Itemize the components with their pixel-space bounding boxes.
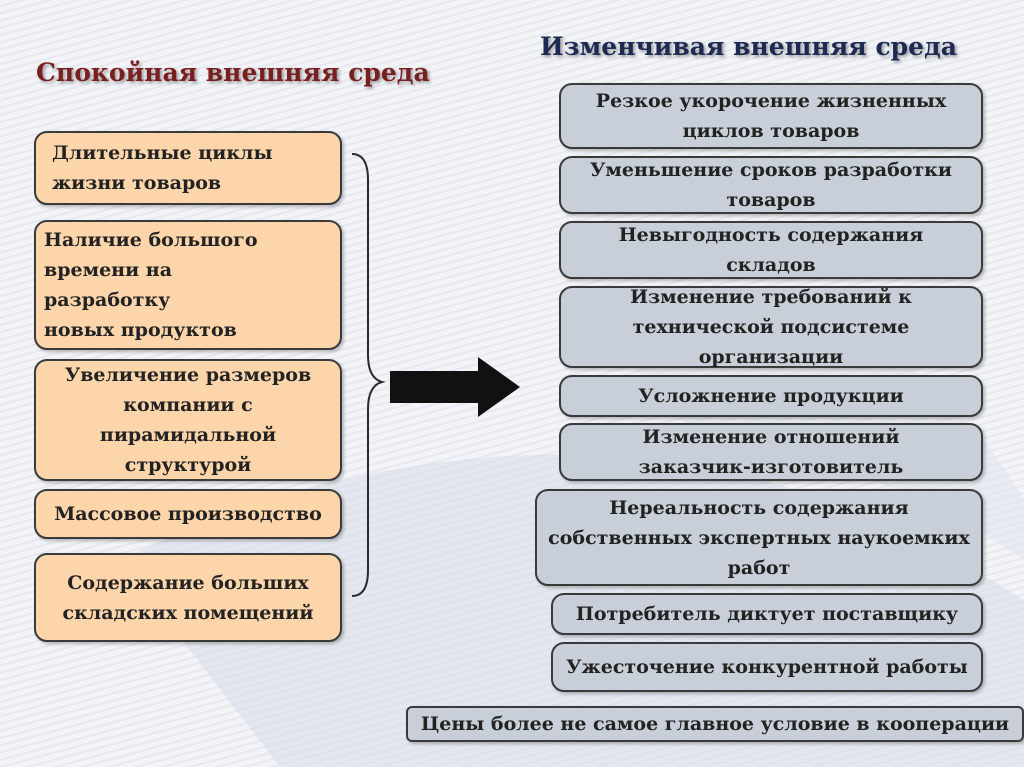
calm-item-warehouses: Содержание больших складских помещений: [34, 553, 342, 642]
change-item-text: Резкое укорочение жизненных циклов товар…: [595, 90, 947, 142]
heading-calm-environment: Спокойная внешняя среда: [36, 58, 430, 87]
change-item-text: Нереальность содержания собственных эксп…: [548, 496, 970, 579]
change-item-requirements: Изменение требований к технической подси…: [559, 286, 983, 368]
change-item-dev-time: Уменьшение сроков разработки товаров: [559, 156, 983, 214]
change-item-text: Изменение требований к технической подси…: [630, 286, 912, 368]
calm-item-long-cycles: Длительные циклы жизни товаров: [34, 131, 342, 205]
change-item-text: Потребитель диктует поставщику: [575, 603, 959, 625]
change-item-text: Цены более не самое главное условие в ко…: [420, 713, 1010, 735]
change-item-warehouses: Невыгодность содержания складов: [559, 221, 983, 279]
calm-item-company-size: Увеличение размеров компании с пирамидал…: [34, 359, 342, 481]
change-item-text: Уменьшение сроков разработки товаров: [589, 159, 952, 211]
heading-changing-environment: Изменчивая внешняя среда: [540, 32, 957, 61]
calm-item-development-time: Наличие большого времени на разработку н…: [34, 220, 342, 350]
calm-item-text: Массовое производство: [54, 503, 322, 525]
change-item-life-cycles: Резкое укорочение жизненных циклов товар…: [559, 83, 983, 149]
change-item-prices: Цены более не самое главное условие в ко…: [406, 706, 1024, 742]
calm-item-text: Наличие большого времени на разработку н…: [44, 229, 258, 341]
right-brace: [351, 153, 386, 597]
calm-item-text: Длительные циклы жизни товаров: [52, 142, 273, 194]
calm-item-text: Увеличение размеров компании с пирамидал…: [64, 364, 312, 476]
change-item-consumer: Потребитель диктует поставщику: [551, 593, 983, 635]
change-item-expertise: Нереальность содержания собственных эксп…: [535, 489, 983, 586]
change-item-text: Усложнение продукции: [638, 385, 904, 407]
change-item-text: Изменение отношений заказчик-изготовител…: [638, 426, 904, 478]
change-item-text: Невыгодность содержания складов: [618, 224, 924, 276]
change-item-competition: Ужесточение конкурентной работы: [551, 642, 983, 692]
arrow-right-icon: [390, 357, 520, 417]
change-item-relations: Изменение отношений заказчик-изготовител…: [559, 423, 983, 481]
change-item-complexity: Усложнение продукции: [559, 375, 983, 417]
calm-item-text: Содержание больших складских помещений: [62, 571, 314, 624]
calm-item-mass-production: Массовое производство: [34, 489, 342, 539]
change-item-text: Ужесточение конкурентной работы: [566, 656, 968, 678]
